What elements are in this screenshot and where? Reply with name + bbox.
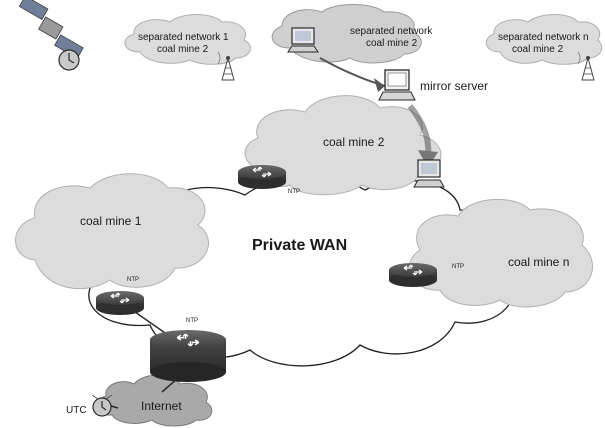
- core-router: [150, 330, 226, 382]
- separated-network-n-line2: coal mine 2: [512, 44, 564, 55]
- ntp-label-coal-mine-n: NTP: [452, 264, 464, 270]
- computer-icon: [413, 159, 445, 188]
- private-wan-label: Private WAN: [252, 237, 347, 254]
- separated-network-center-line1: separated network: [350, 26, 433, 37]
- utc-label: UTC: [66, 405, 87, 416]
- router-coal-mine-1: [96, 291, 144, 315]
- coal-mine-1-cloud: [15, 173, 209, 290]
- internet-cloud: [96, 374, 213, 427]
- utc-clock-icon: [91, 394, 113, 417]
- workstation-icon: [287, 27, 319, 53]
- sync-arrow-to-pc-head: [418, 150, 438, 168]
- mirror-server-icon: [378, 69, 416, 101]
- coal-mine-n-cloud: [409, 198, 593, 308]
- coal-mine-n-label: coal mine n: [508, 255, 569, 269]
- coal-mine-2-cloud: [244, 95, 442, 196]
- coal-mine-1-label: coal mine 1: [80, 214, 142, 228]
- router-coal-mine-n: [389, 263, 437, 287]
- coal-mine-2-label: coal mine 2: [323, 135, 385, 149]
- antenna-tower-icon: [217, 51, 235, 81]
- antenna-tower-icon: [577, 51, 595, 81]
- separated-network-n-cloud: [485, 14, 603, 65]
- gps-satellite-icon: [18, 0, 84, 71]
- separated-network-n-line1: separated network n: [498, 32, 589, 43]
- separated-network-1-line2: coal mine 2: [157, 44, 209, 55]
- ntp-label-coal-mine-1: NTP: [127, 277, 139, 283]
- mirror-server-label: mirror server: [420, 79, 488, 93]
- separated-network-center-line2: coal mine 2: [366, 38, 418, 49]
- ntp-label-coal-mine-2: NTP: [288, 189, 300, 195]
- ntp-label-core-router: NTP: [186, 318, 198, 324]
- sync-arrow-to-mirror-head: [374, 78, 385, 92]
- router-coal-mine-2: [238, 165, 286, 189]
- internet-label: Internet: [141, 399, 182, 413]
- separated-network-1-cloud: [124, 14, 251, 65]
- separated-network-1-line1: separated network 1: [138, 32, 229, 43]
